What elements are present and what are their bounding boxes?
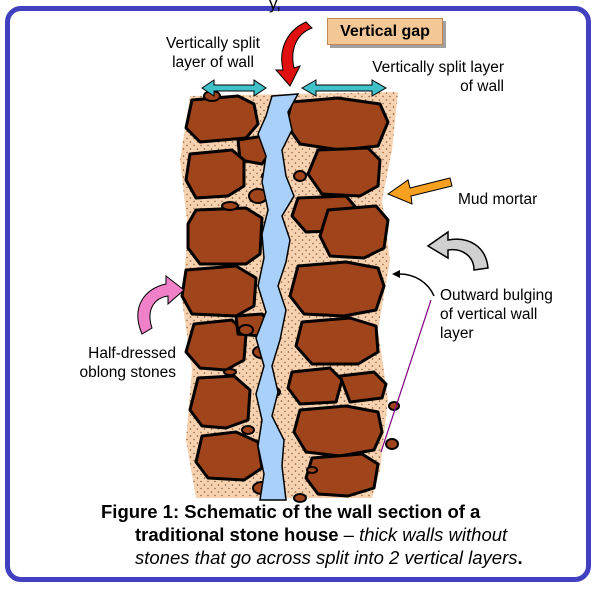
stone	[306, 454, 378, 496]
stone	[186, 150, 244, 198]
caption-line-2: traditional stone house – thick walls wi…	[101, 523, 591, 546]
stone	[196, 432, 262, 480]
stone	[340, 372, 386, 402]
split-layer-right-label: Vertically split layer of wall	[320, 58, 504, 96]
bulging-line-1: Outward bulging	[440, 286, 553, 305]
bulging-pointer-arrowhead	[392, 270, 400, 278]
stone	[286, 98, 388, 150]
bulging-line-3: layer	[440, 324, 553, 343]
stone	[182, 266, 256, 316]
bulging-direction-arrow	[428, 232, 488, 270]
stones-pointer-arrow	[138, 276, 184, 334]
stones-label: Half-dressed oblong stones	[44, 344, 176, 382]
vertical-gap-label: Vertical gap	[327, 18, 443, 45]
stone	[308, 148, 380, 196]
stone	[190, 376, 250, 428]
stones-line-2: oblong stones	[44, 363, 176, 382]
stone	[320, 206, 388, 258]
caption-line-3: stones that go across split into 2 verti…	[101, 546, 591, 569]
figure-caption: Figure 1: Schematic of the wall section …	[101, 500, 591, 569]
stones-line-1: Half-dressed	[44, 344, 176, 363]
caption-italic-1: thick walls without	[359, 524, 507, 545]
stone	[294, 406, 382, 456]
mud-mortar-label: Mud mortar	[458, 190, 537, 209]
split-layer-right-line-1: Vertically split layer	[320, 58, 504, 77]
bulging-pointer-arrow	[400, 274, 434, 296]
stone	[186, 96, 258, 142]
caption-line-1: Figure 1: Schematic of the wall section …	[101, 500, 591, 523]
mud-mortar-arrow	[388, 178, 452, 204]
stone	[296, 318, 378, 364]
stone	[288, 368, 342, 404]
split-layer-left-line-2: layer of wall	[140, 53, 286, 72]
split-layer-arrow-left	[202, 80, 266, 96]
split-layer-left-line-1: Vertically split	[140, 34, 286, 53]
caption-title-2: traditional stone house	[135, 524, 339, 545]
split-layer-left-label: Vertically split layer of wall	[140, 34, 286, 72]
stone	[188, 208, 262, 264]
bulging-line-2: of vertical wall	[440, 305, 553, 324]
bulging-label: Outward bulging of vertical wall layer	[440, 286, 553, 343]
caption-dash: –	[339, 524, 360, 545]
stone	[290, 262, 384, 316]
caption-italic-2: stones that go across split into 2 verti…	[135, 547, 518, 568]
split-layer-right-line-2: of wall	[320, 77, 504, 96]
caption-end: .	[518, 547, 523, 568]
bulging-reference-line	[381, 300, 431, 452]
